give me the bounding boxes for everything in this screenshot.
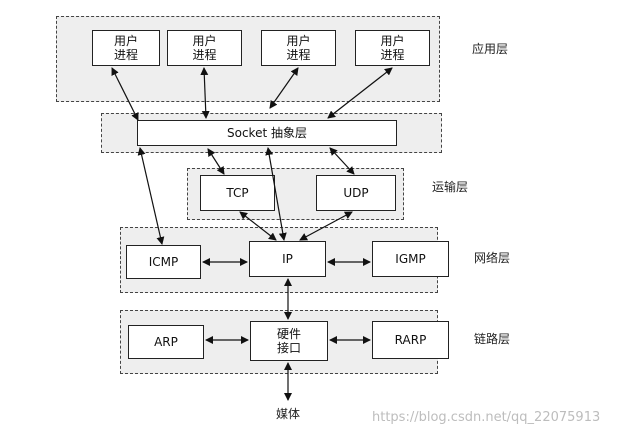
arp-box: ARP (128, 325, 204, 359)
socket-abstraction-box: Socket 抽象层 (137, 120, 397, 146)
icmp-box: ICMP (126, 245, 201, 279)
link-layer-label: 链路层 (474, 332, 511, 346)
network-layer-label: 网络层 (474, 251, 511, 265)
arrow-app4-socket (327, 67, 393, 119)
user-process-box-4: 用户 进程 (355, 30, 430, 66)
igmp-box: IGMP (372, 241, 449, 277)
arrow-socket-icmp (137, 147, 165, 245)
user-process-box-1: 用户 进程 (92, 30, 160, 66)
arrow-socket-ip (265, 147, 287, 241)
watermark-text: https://blog.csdn.net/qq_22075913 (372, 410, 601, 425)
ip-box: IP (249, 241, 326, 277)
arrow-socket-udp (329, 147, 355, 175)
arrow-udp-ip (299, 211, 353, 241)
udp-box: UDP (316, 175, 396, 211)
arrow-app1-socket (111, 67, 139, 121)
medium-label: 媒体 (276, 407, 301, 421)
user-process-box-3: 用户 进程 (261, 30, 336, 66)
application-layer-label: 应用层 (472, 42, 509, 56)
arrow-app3-socket (269, 67, 299, 109)
tcp-box: TCP (200, 175, 275, 211)
arrow-tcp-ip (239, 211, 277, 241)
transport-layer-label: 运输层 (432, 180, 469, 194)
hardware-interface-box: 硬件 接口 (250, 321, 328, 361)
arrow-app2-socket (200, 67, 210, 119)
arrow-socket-tcp (207, 148, 225, 175)
user-process-box-2: 用户 进程 (167, 30, 242, 66)
rarp-box: RARP (372, 321, 449, 359)
